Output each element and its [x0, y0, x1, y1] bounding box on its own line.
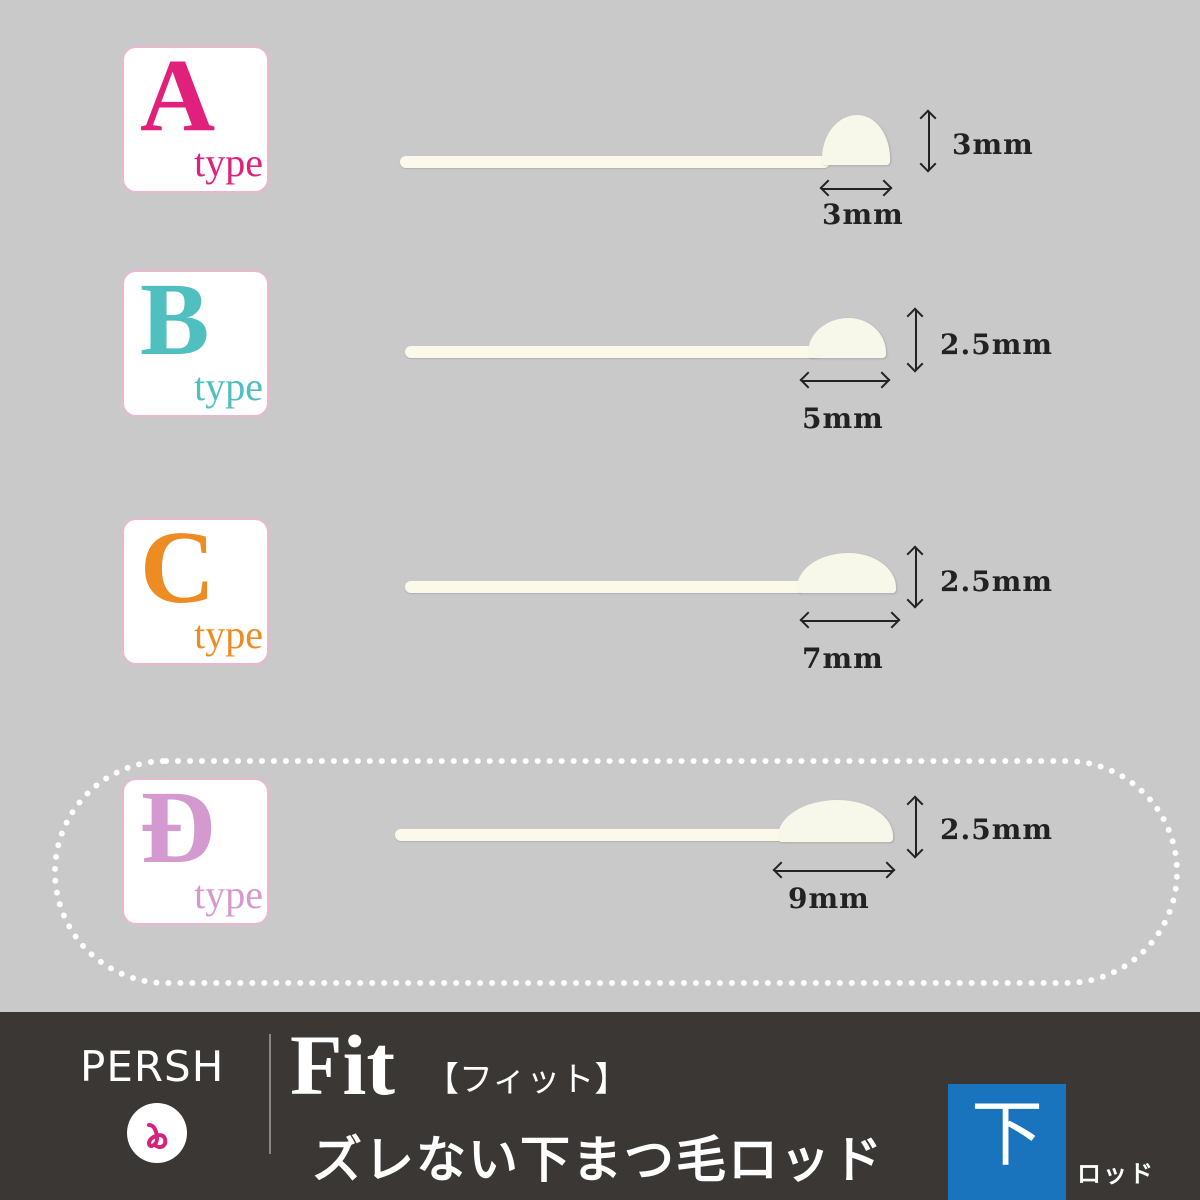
width-label: 9mm [788, 882, 870, 915]
rod-b-head [808, 318, 886, 358]
rod-b-stick [405, 346, 820, 358]
height-arrow-icon [928, 112, 930, 170]
lower-rod-label: ロッド [1077, 1160, 1155, 1188]
type-b-badge: B type [122, 262, 269, 417]
type-label: type [194, 872, 263, 917]
width-label: 3mm [822, 198, 904, 231]
type-c-badge: C type [122, 510, 269, 665]
product-tagline: ズレない下まつ毛ロッド [312, 1131, 884, 1189]
type-label: type [194, 612, 263, 657]
product-kana: 【フィット】 [425, 1060, 629, 1100]
type-letter: Đ [140, 770, 216, 885]
type-letter: A [140, 38, 216, 153]
height-label: 2.5mm [940, 328, 1053, 361]
rod-a-head [822, 115, 890, 165]
divider [269, 1034, 271, 1154]
selected-type-highlight [52, 758, 1180, 986]
product-name: Fit [290, 1017, 396, 1113]
lower-rod-badge: 下 [948, 1084, 1066, 1200]
height-label: 2.5mm [940, 813, 1053, 846]
footer-banner: PERSH Fit 【フィット】 ズレない下まつ毛ロッド 下 ロッド [0, 1012, 1200, 1200]
rod-c-head [797, 553, 896, 593]
type-a-badge: A type [122, 38, 269, 193]
type-letter: B [140, 262, 210, 377]
width-arrow-icon [822, 188, 890, 190]
height-label: 2.5mm [940, 565, 1053, 598]
height-arrow-icon [915, 310, 917, 370]
brand-logo-icon [127, 1103, 187, 1163]
type-label: type [194, 364, 263, 409]
type-label: type [194, 140, 263, 185]
height-label: 3mm [952, 128, 1034, 161]
width-arrow-icon [802, 620, 898, 622]
width-label: 7mm [802, 642, 884, 675]
rod-a-stick [400, 156, 830, 168]
brand-name: PERSH [80, 1042, 225, 1091]
width-arrow-icon [775, 870, 893, 872]
width-arrow-icon [802, 380, 888, 382]
type-letter: C [140, 510, 216, 625]
type-d-badge: Đ type [122, 770, 269, 925]
height-arrow-icon [915, 548, 917, 606]
width-label: 5mm [802, 402, 884, 435]
height-arrow-icon [915, 798, 917, 856]
rod-c-stick [405, 581, 805, 593]
rod-d-stick [395, 829, 790, 841]
